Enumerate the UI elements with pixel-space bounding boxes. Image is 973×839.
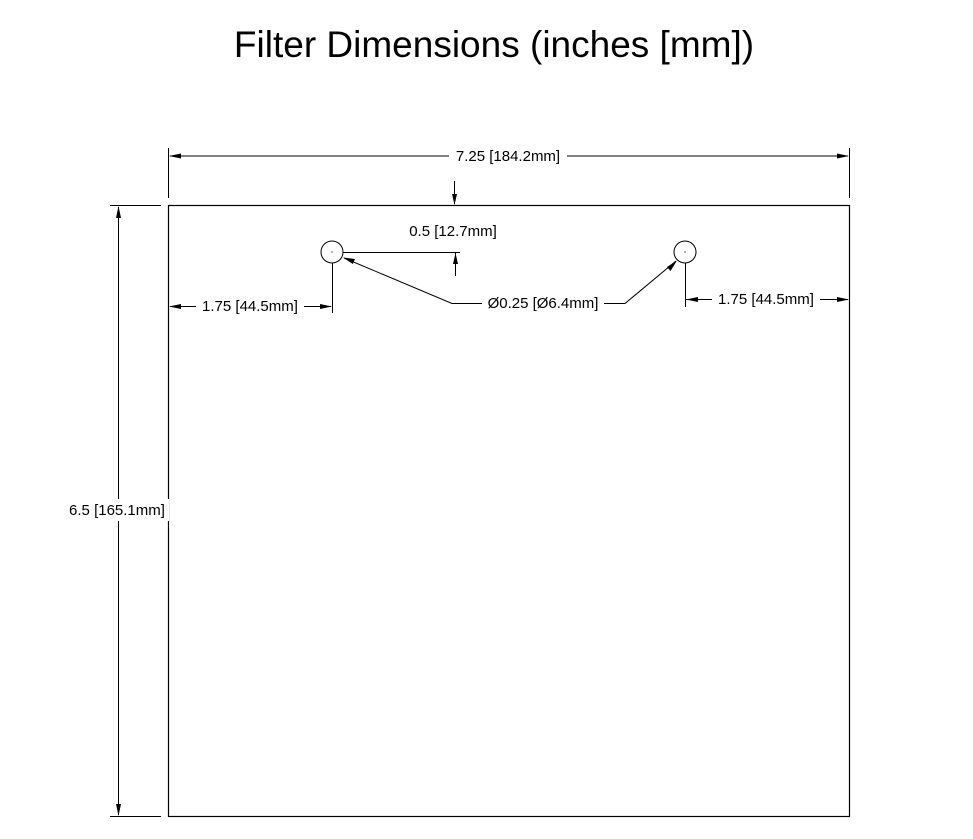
left-hole-offset-label: 1.75 [44.5mm] xyxy=(202,298,298,315)
width-label: 7.25 [184.2mm] xyxy=(456,148,560,165)
right-hole-offset-label: 1.75 [44.5mm] xyxy=(718,291,814,308)
right-hole-offset-dimension: 1.75 [44.5mm] xyxy=(685,263,849,308)
mounting-hole-left xyxy=(320,240,344,264)
hole-offset-top-dimension: 0.5 [12.7mm] xyxy=(343,181,497,276)
drawing-title: Filter Dimensions (inches [mm]) xyxy=(233,24,755,65)
hole-diameter-callout: Ø0.25 [Ø6.4mm] xyxy=(343,257,677,312)
left-hole-offset-dimension: 1.75 [44.5mm] xyxy=(169,263,333,315)
width-dimension: 7.25 [184.2mm] xyxy=(168,146,850,198)
height-label: 6.5 [165.1mm] xyxy=(69,502,165,519)
height-dimension: 6.5 [165.1mm] xyxy=(66,205,169,817)
mounting-hole-right xyxy=(673,240,697,264)
hole-offset-top-label: 0.5 [12.7mm] xyxy=(409,223,497,240)
hole-diameter-label: Ø0.25 [Ø6.4mm] xyxy=(488,295,599,312)
